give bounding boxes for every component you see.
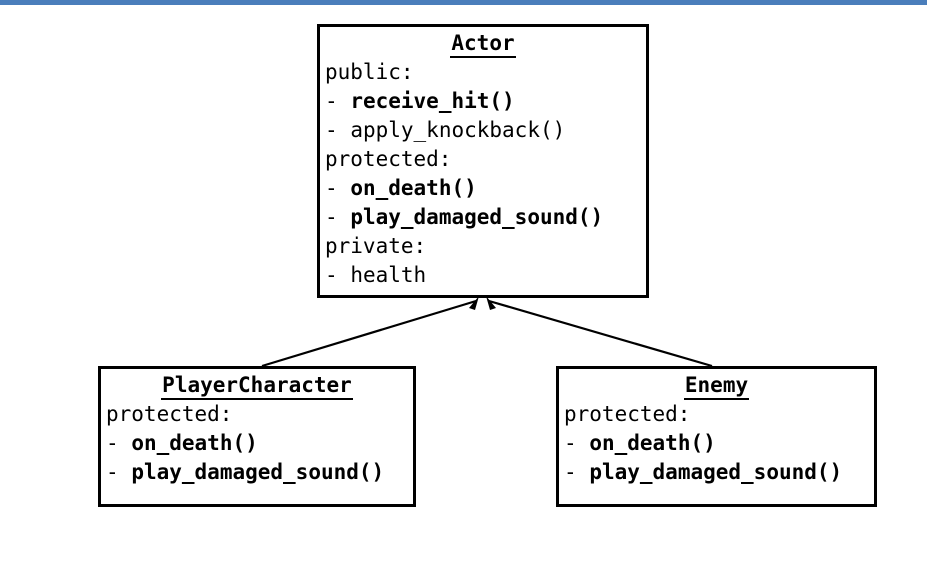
arrowhead-enemy-to-actor <box>486 296 496 310</box>
edge-enemy-to-actor <box>488 299 713 368</box>
class-box-playercharacter[interactable]: PlayerCharacter protected: - on_death() … <box>98 366 416 507</box>
member-text: on_death() <box>350 176 477 200</box>
class-members-playercharacter: protected: - on_death() - play_damaged_s… <box>101 400 413 487</box>
member-row: public: <box>325 58 646 87</box>
member-bullet: - <box>325 176 338 200</box>
class-title-text-actor: Actor <box>450 31 516 58</box>
member-row: protected: <box>325 145 646 174</box>
member-text: private: <box>325 234 427 258</box>
member-text: play_damaged_sound() <box>589 460 843 484</box>
member-text: on_death() <box>131 431 258 455</box>
class-title-text-enemy: Enemy <box>683 373 750 400</box>
member-bullet: - <box>325 205 338 229</box>
member-text: play_damaged_sound() <box>350 205 604 229</box>
class-box-enemy[interactable]: Enemy protected: - on_death() - play_dam… <box>556 366 877 507</box>
member-row: - health <box>325 261 646 290</box>
member-row: protected: <box>564 400 874 429</box>
member-text: on_death() <box>589 431 716 455</box>
member-bullet: - <box>106 431 119 455</box>
member-text: apply_knockback() <box>350 118 566 142</box>
member-text: health <box>350 263 427 287</box>
member-text: public: <box>325 60 414 84</box>
arrowhead-player-to-actor <box>469 296 479 310</box>
class-box-actor[interactable]: Actor public: - receive_hit() - apply_kn… <box>317 24 649 298</box>
member-row: protected: <box>106 400 413 429</box>
member-row: - receive_hit() <box>325 87 646 116</box>
edge-player-to-actor <box>261 299 477 368</box>
class-title-enemy: Enemy <box>559 369 874 400</box>
member-text: protected: <box>325 147 452 171</box>
class-title-actor: Actor <box>320 27 646 58</box>
member-text: protected: <box>564 402 691 426</box>
member-row: - play_damaged_sound() <box>325 203 646 232</box>
top-accent-bar <box>0 0 927 5</box>
member-text: play_damaged_sound() <box>131 460 385 484</box>
member-row: - play_damaged_sound() <box>564 458 874 487</box>
member-row: - on_death() <box>564 429 874 458</box>
member-row: private: <box>325 232 646 261</box>
member-bullet: - <box>564 460 577 484</box>
member-row: - on_death() <box>106 429 413 458</box>
class-members-actor: public: - receive_hit() - apply_knockbac… <box>320 58 646 290</box>
class-members-enemy: protected: - on_death() - play_damaged_s… <box>559 400 874 487</box>
member-bullet: - <box>325 89 338 113</box>
member-bullet: - <box>564 431 577 455</box>
member-bullet: - <box>325 263 338 287</box>
member-bullet: - <box>325 118 338 142</box>
class-title-playercharacter: PlayerCharacter <box>101 369 413 400</box>
member-text: protected: <box>106 402 233 426</box>
member-row: - on_death() <box>325 174 646 203</box>
member-bullet: - <box>106 460 119 484</box>
member-row: - play_damaged_sound() <box>106 458 413 487</box>
member-row: - apply_knockback() <box>325 116 646 145</box>
class-title-text-playercharacter: PlayerCharacter <box>161 373 353 400</box>
member-text: receive_hit() <box>350 89 515 113</box>
